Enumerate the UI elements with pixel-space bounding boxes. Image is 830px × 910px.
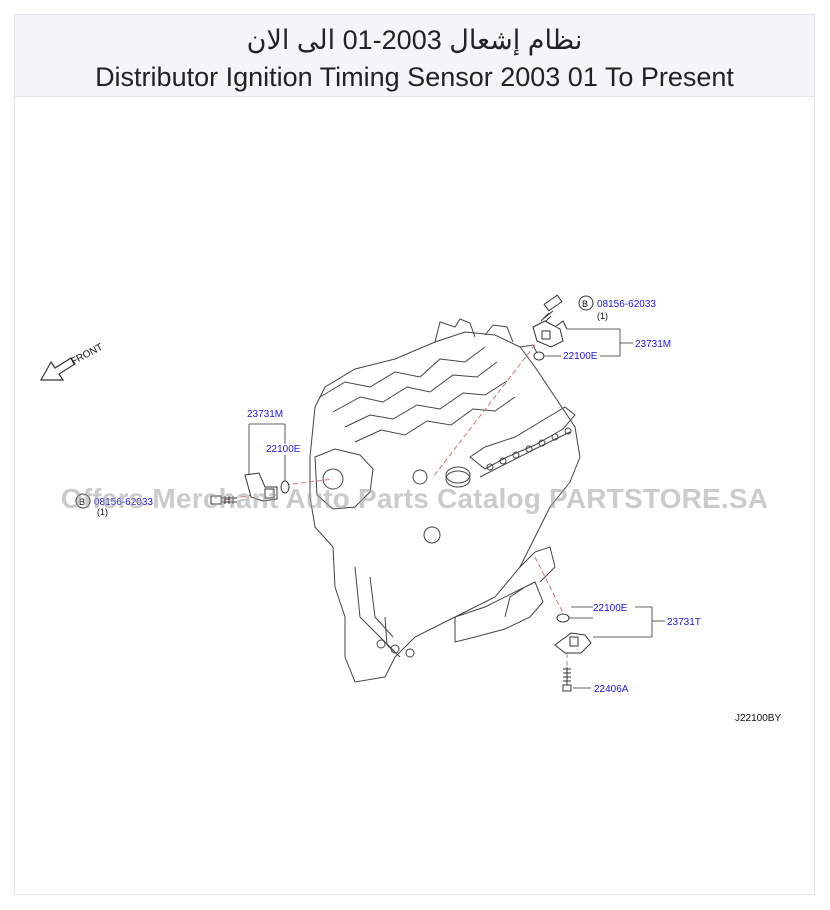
parts-diagram: FRONT	[15, 97, 814, 894]
watermark-text: Offers Merchant Auto Parts Catalog PARTS…	[60, 483, 769, 514]
diagram-code: J22100BY	[735, 713, 781, 724]
page-title-english: Distributor Ignition Timing Sensor 2003 …	[95, 62, 734, 92]
top-bolt-icon	[540, 294, 563, 325]
callout-top-bolt-qty: (1)	[597, 311, 608, 321]
callout-leaders	[248, 328, 665, 689]
page-title-arabic: نظام إشعال 2003-01 الى الان	[246, 25, 583, 55]
callout-bottom-bolt-part[interactable]: 22406A	[594, 684, 629, 695]
bottom-bolt-icon	[562, 667, 572, 692]
page-header: نظام إشعال 2003-01 الى الان Distributor …	[15, 15, 814, 97]
top-oring-icon	[533, 351, 545, 361]
callout-top-bolt-part[interactable]: 08156-62033	[597, 299, 656, 310]
left-bolt-marker	[75, 493, 91, 509]
left-bolt-marker-letter: B	[79, 497, 85, 507]
bottom-oring-icon	[556, 613, 570, 623]
callout-left-oring-part[interactable]: 22100E	[266, 444, 301, 455]
top-bolt-marker	[578, 295, 594, 311]
left-bolt-icon	[210, 495, 237, 505]
callout-left-sensor-part[interactable]: 23731M	[247, 409, 283, 420]
callout-top-sensor-part[interactable]: 23731M	[635, 339, 671, 350]
callout-bottom-oring-part[interactable]: 22100E	[593, 603, 628, 614]
page-frame: نظام إشعال 2003-01 الى الان Distributor …	[14, 14, 815, 895]
front-label: FRONT	[69, 342, 105, 368]
front-arrow-icon	[39, 357, 76, 381]
bottom-sensor-icon	[554, 632, 592, 654]
parts-diagram-svg: FRONT	[39, 294, 781, 724]
left-sensor-icon	[244, 472, 278, 502]
engine-block-illustration	[309, 318, 581, 683]
callout-left-bolt-part[interactable]: 08156-62033	[94, 497, 153, 508]
callout-left-bolt-qty: (1)	[97, 507, 108, 517]
callout-top-oring-part[interactable]: 22100E	[563, 351, 598, 362]
callout-bottom-sensor-part[interactable]: 23731T	[667, 617, 701, 628]
top-bolt-marker-letter: B	[582, 299, 588, 309]
top-sensor-icon	[532, 320, 568, 348]
